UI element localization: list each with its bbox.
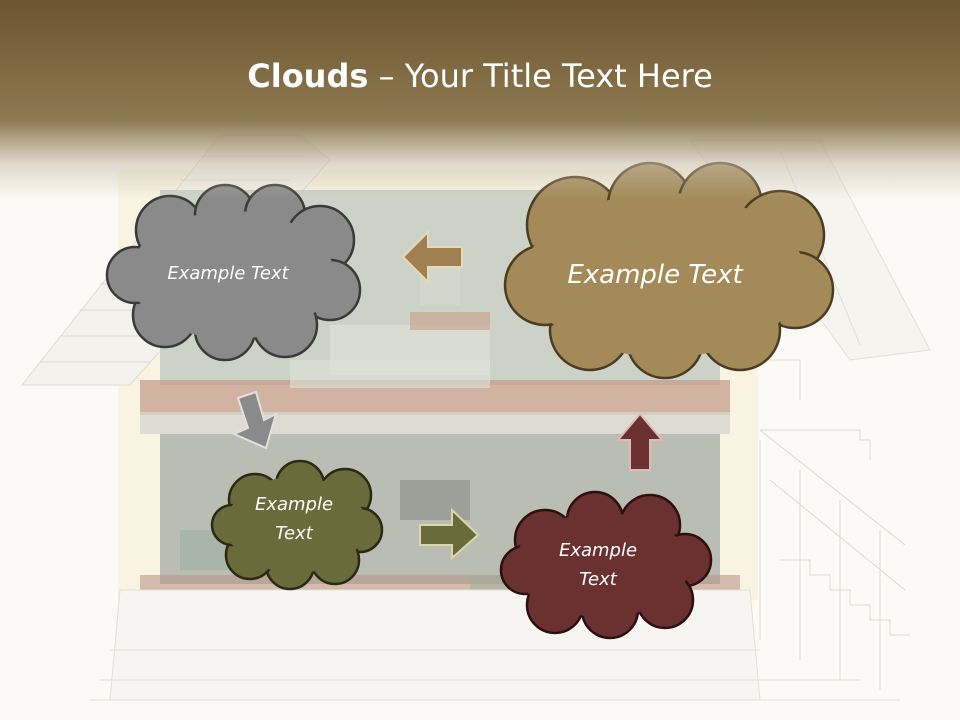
- arrow-up-icon: [615, 412, 665, 471]
- cloud-maroon-fill: [514, 513, 690, 617]
- arrow-left-icon: [401, 229, 463, 285]
- arrow-down-right-icon: [231, 390, 278, 450]
- cloud-gold-fill: [525, 193, 805, 357]
- header-band: [0, 0, 960, 200]
- cloud-olive-label: Example Text: [224, 490, 364, 548]
- arrow-right-icon: [419, 507, 480, 561]
- headboard: [410, 312, 490, 330]
- tv-unit: [400, 480, 470, 520]
- floor-slab: [140, 412, 730, 434]
- title-rest: – Your Title Text Here: [368, 57, 713, 95]
- cloud-maroon-label: Example Text: [510, 536, 686, 594]
- cloud-olive-line1: Example: [254, 494, 334, 515]
- cloud-maroon-line1: Example: [558, 540, 638, 561]
- cloud-gray-label: Example Text: [167, 263, 289, 284]
- title-bold: Clouds: [247, 57, 369, 95]
- cloud-maroon-line2: Text: [579, 569, 617, 590]
- cloud-olive-line2: Text: [275, 523, 313, 544]
- slide-title: Clouds – Your Title Text Here: [0, 52, 960, 100]
- cloud-olive-fill: [226, 477, 366, 573]
- cloud-gold-label: Example Text: [567, 260, 743, 290]
- rug: [290, 360, 490, 388]
- cloud-gray-fill: [130, 211, 334, 339]
- stairs-wireframe: [759, 359, 910, 690]
